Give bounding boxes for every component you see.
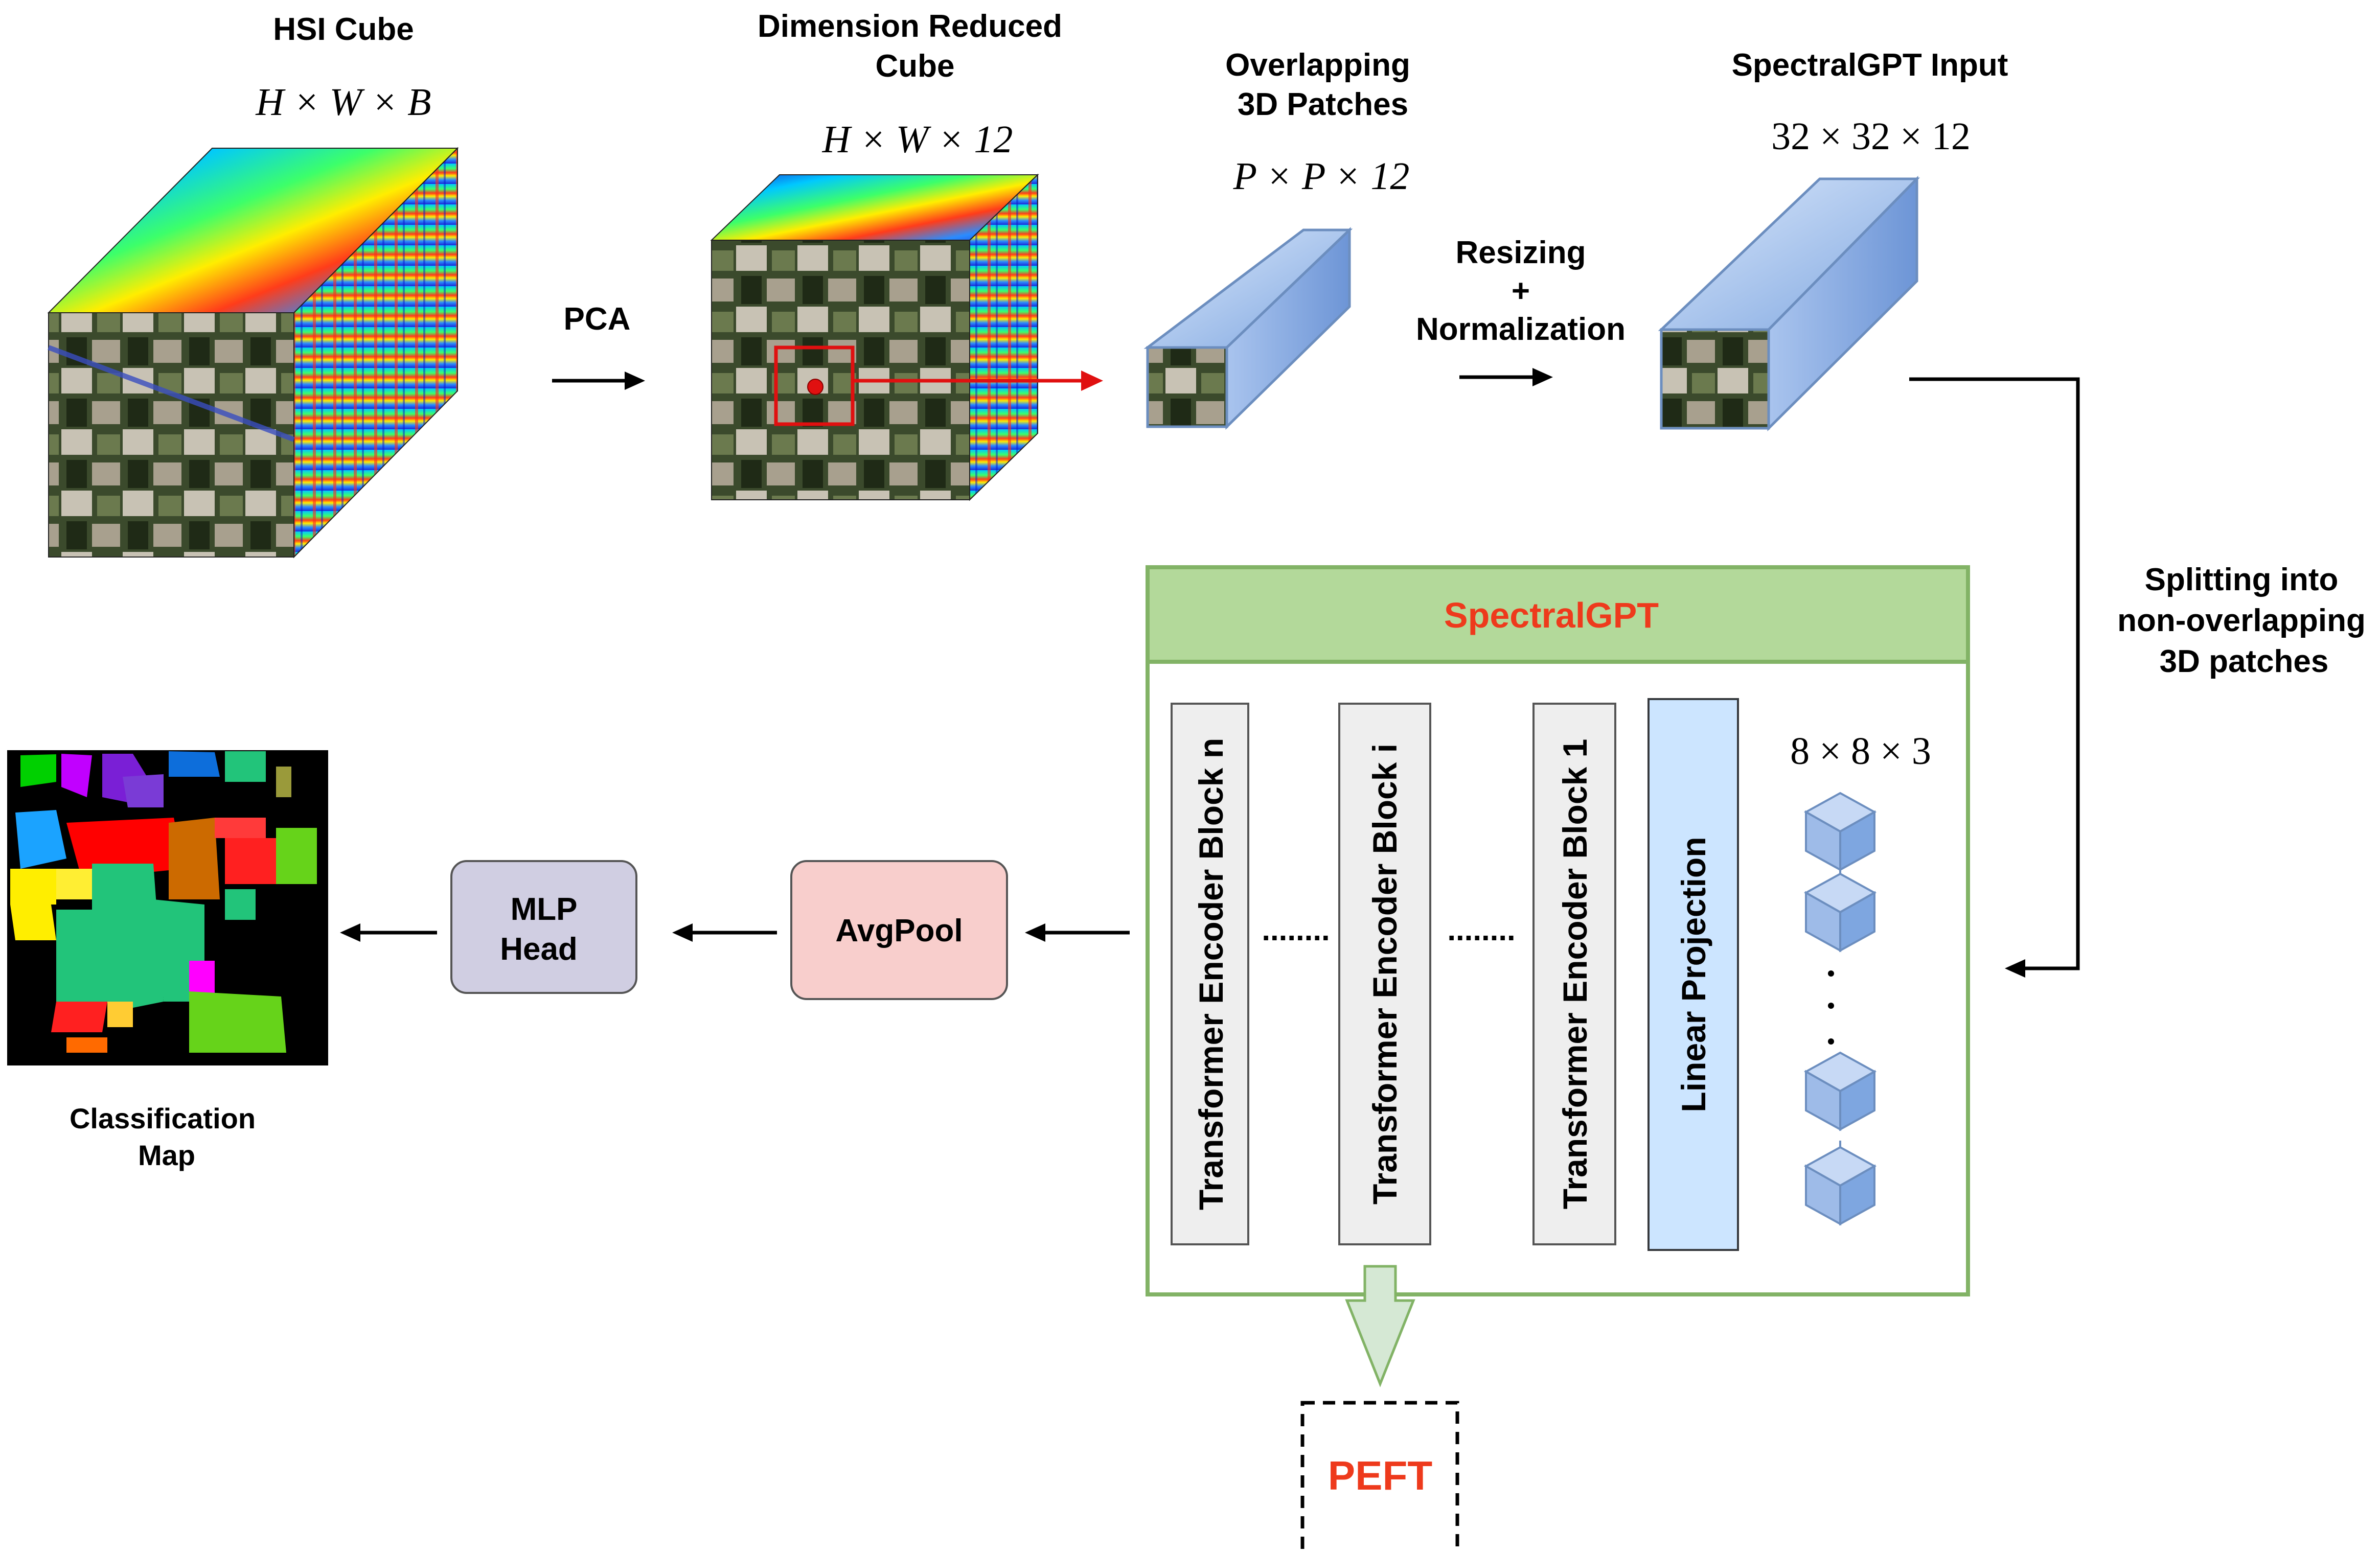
arrow-to-map bbox=[340, 923, 437, 942]
overlapping-patch: Overlapping 3D Patches P × P × 12 bbox=[1143, 48, 1410, 430]
arrow-head bbox=[672, 923, 693, 942]
token-cube-icon bbox=[1803, 872, 1877, 953]
peft-label: PEFT bbox=[1328, 1453, 1433, 1498]
split-label-2: non-overlapping bbox=[2117, 603, 2366, 638]
peft-box bbox=[1300, 1401, 1459, 1553]
token-cube-icon bbox=[1803, 1051, 1877, 1131]
resize-label-2: + bbox=[1512, 273, 1530, 309]
avgpool-label: AvgPool bbox=[835, 913, 963, 948]
token-dims: 8 × 8 × 3 bbox=[1790, 730, 1931, 773]
mlp-label-1: MLP bbox=[511, 892, 578, 927]
spectralgpt-input: SpectralGPT Input 32 × 32 × 12 bbox=[1658, 48, 2008, 432]
avgpool-box bbox=[790, 860, 1008, 1000]
hsi-cube: HSI Cube H × W × B bbox=[47, 12, 459, 559]
spectralgpt-title: SpectralGPT bbox=[1444, 595, 1659, 635]
split-label-3: 3D patches bbox=[2160, 644, 2329, 679]
mlp-head-block: MLP Head bbox=[450, 860, 637, 994]
reduced-cube-front-face bbox=[711, 240, 970, 500]
class-map-title-1: Classification bbox=[70, 1102, 256, 1134]
token-cube-icon bbox=[1803, 792, 1877, 872]
classification-map: Classification Map bbox=[7, 750, 328, 1171]
vertical-dot bbox=[1828, 1038, 1834, 1045]
spectralgpt-header bbox=[1146, 565, 1970, 664]
arrow-head bbox=[2005, 959, 2025, 978]
ellipsis-2: ........ bbox=[1447, 913, 1515, 947]
arrow-head bbox=[625, 372, 645, 390]
encoder-block-i bbox=[1338, 703, 1431, 1245]
encoder-block-n bbox=[1171, 703, 1249, 1245]
arrow-head bbox=[340, 923, 360, 942]
resize-arrow: Resizing + Normalization bbox=[1416, 235, 1626, 386]
arrow-head bbox=[1025, 923, 1045, 942]
vertical-dot bbox=[1828, 1003, 1834, 1009]
red-arrow-head bbox=[1081, 370, 1103, 391]
hsi-cube-dims: H × W × B bbox=[255, 81, 431, 124]
patch-selection-box bbox=[774, 345, 855, 426]
patch-center-point bbox=[807, 379, 823, 395]
overlap-title-1: Overlapping bbox=[1225, 48, 1410, 83]
resize-label-3: Normalization bbox=[1416, 312, 1626, 347]
linear-projection-label: Linear Projection bbox=[1675, 837, 1712, 1112]
pca-arrow: PCA bbox=[552, 302, 645, 390]
class-map-title-2: Map bbox=[138, 1139, 195, 1171]
arrow-head bbox=[1532, 368, 1553, 386]
arrow-to-avgpool bbox=[1025, 923, 1130, 942]
arrow-to-mlp bbox=[672, 923, 777, 942]
ellipsis-1: ........ bbox=[1262, 913, 1330, 947]
input-dims: 32 × 32 × 12 bbox=[1771, 115, 1971, 158]
hsi-cube-front-face bbox=[48, 312, 294, 558]
split-connector: Splitting into non-overlapping 3D patche… bbox=[1909, 377, 2366, 978]
patch-dims: P × P × 12 bbox=[1233, 155, 1410, 198]
mlp-label-2: Head bbox=[500, 932, 578, 967]
split-label-1: Splitting into bbox=[2145, 562, 2339, 597]
encoder-block-i-label: Transformer Encoder Block i bbox=[1366, 744, 1404, 1204]
dim-reduced-title-2: Cube bbox=[876, 49, 955, 84]
mlp-head-box bbox=[450, 860, 637, 994]
avgpool-block: AvgPool bbox=[790, 860, 1008, 1000]
dimension-reduced-cube: Dimension Reduced Cube H × W × 12 bbox=[710, 9, 1103, 501]
patch-front-face bbox=[1146, 346, 1228, 428]
resize-label-1: Resizing bbox=[1456, 235, 1586, 270]
pca-label: PCA bbox=[564, 302, 631, 337]
hsi-cube-title: HSI Cube bbox=[273, 12, 414, 47]
overlap-title-2: 3D Patches bbox=[1238, 87, 1408, 122]
peft-arrow bbox=[1345, 1265, 1415, 1387]
dim-reduced-dims: H × W × 12 bbox=[822, 118, 1013, 161]
linear-projection bbox=[1647, 698, 1739, 1251]
input-front-face bbox=[1660, 328, 1770, 430]
vertical-dot bbox=[1828, 970, 1834, 977]
encoder-block-1 bbox=[1532, 703, 1616, 1245]
token-cubes bbox=[1803, 792, 1877, 1226]
dim-reduced-title-1: Dimension Reduced bbox=[758, 9, 1062, 44]
peft-block: PEFT bbox=[1300, 1265, 1459, 1553]
encoder-block-1-label: Transformer Encoder Block 1 bbox=[1556, 739, 1594, 1210]
token-cube-icon bbox=[1803, 1146, 1877, 1226]
spectralgpt-block: SpectralGPT Transformer Encoder Block n … bbox=[1146, 565, 1970, 1296]
encoder-block-n-label: Transformer Encoder Block n bbox=[1192, 738, 1230, 1210]
input-title: SpectralGPT Input bbox=[1732, 48, 2008, 83]
